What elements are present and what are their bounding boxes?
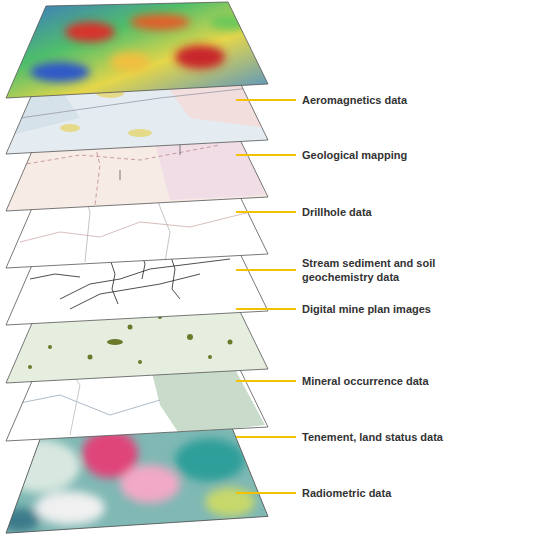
layer-label: Digital mine plan images [302,302,431,316]
layer-label: Tenement, land status data [302,430,443,444]
layer-label: Drillhole data [302,205,372,219]
leader-lines [236,100,296,493]
layer-label: Mineral occurrence data [302,374,429,388]
aeromagnetics-layer [0,2,270,102]
layer-label: Stream sediment and soil geochemistry da… [302,256,437,284]
layer-label: Aeromagnetics data [302,93,407,107]
layer-label: Radiometric data [302,486,391,500]
layer-label: Geological mapping [302,148,407,162]
